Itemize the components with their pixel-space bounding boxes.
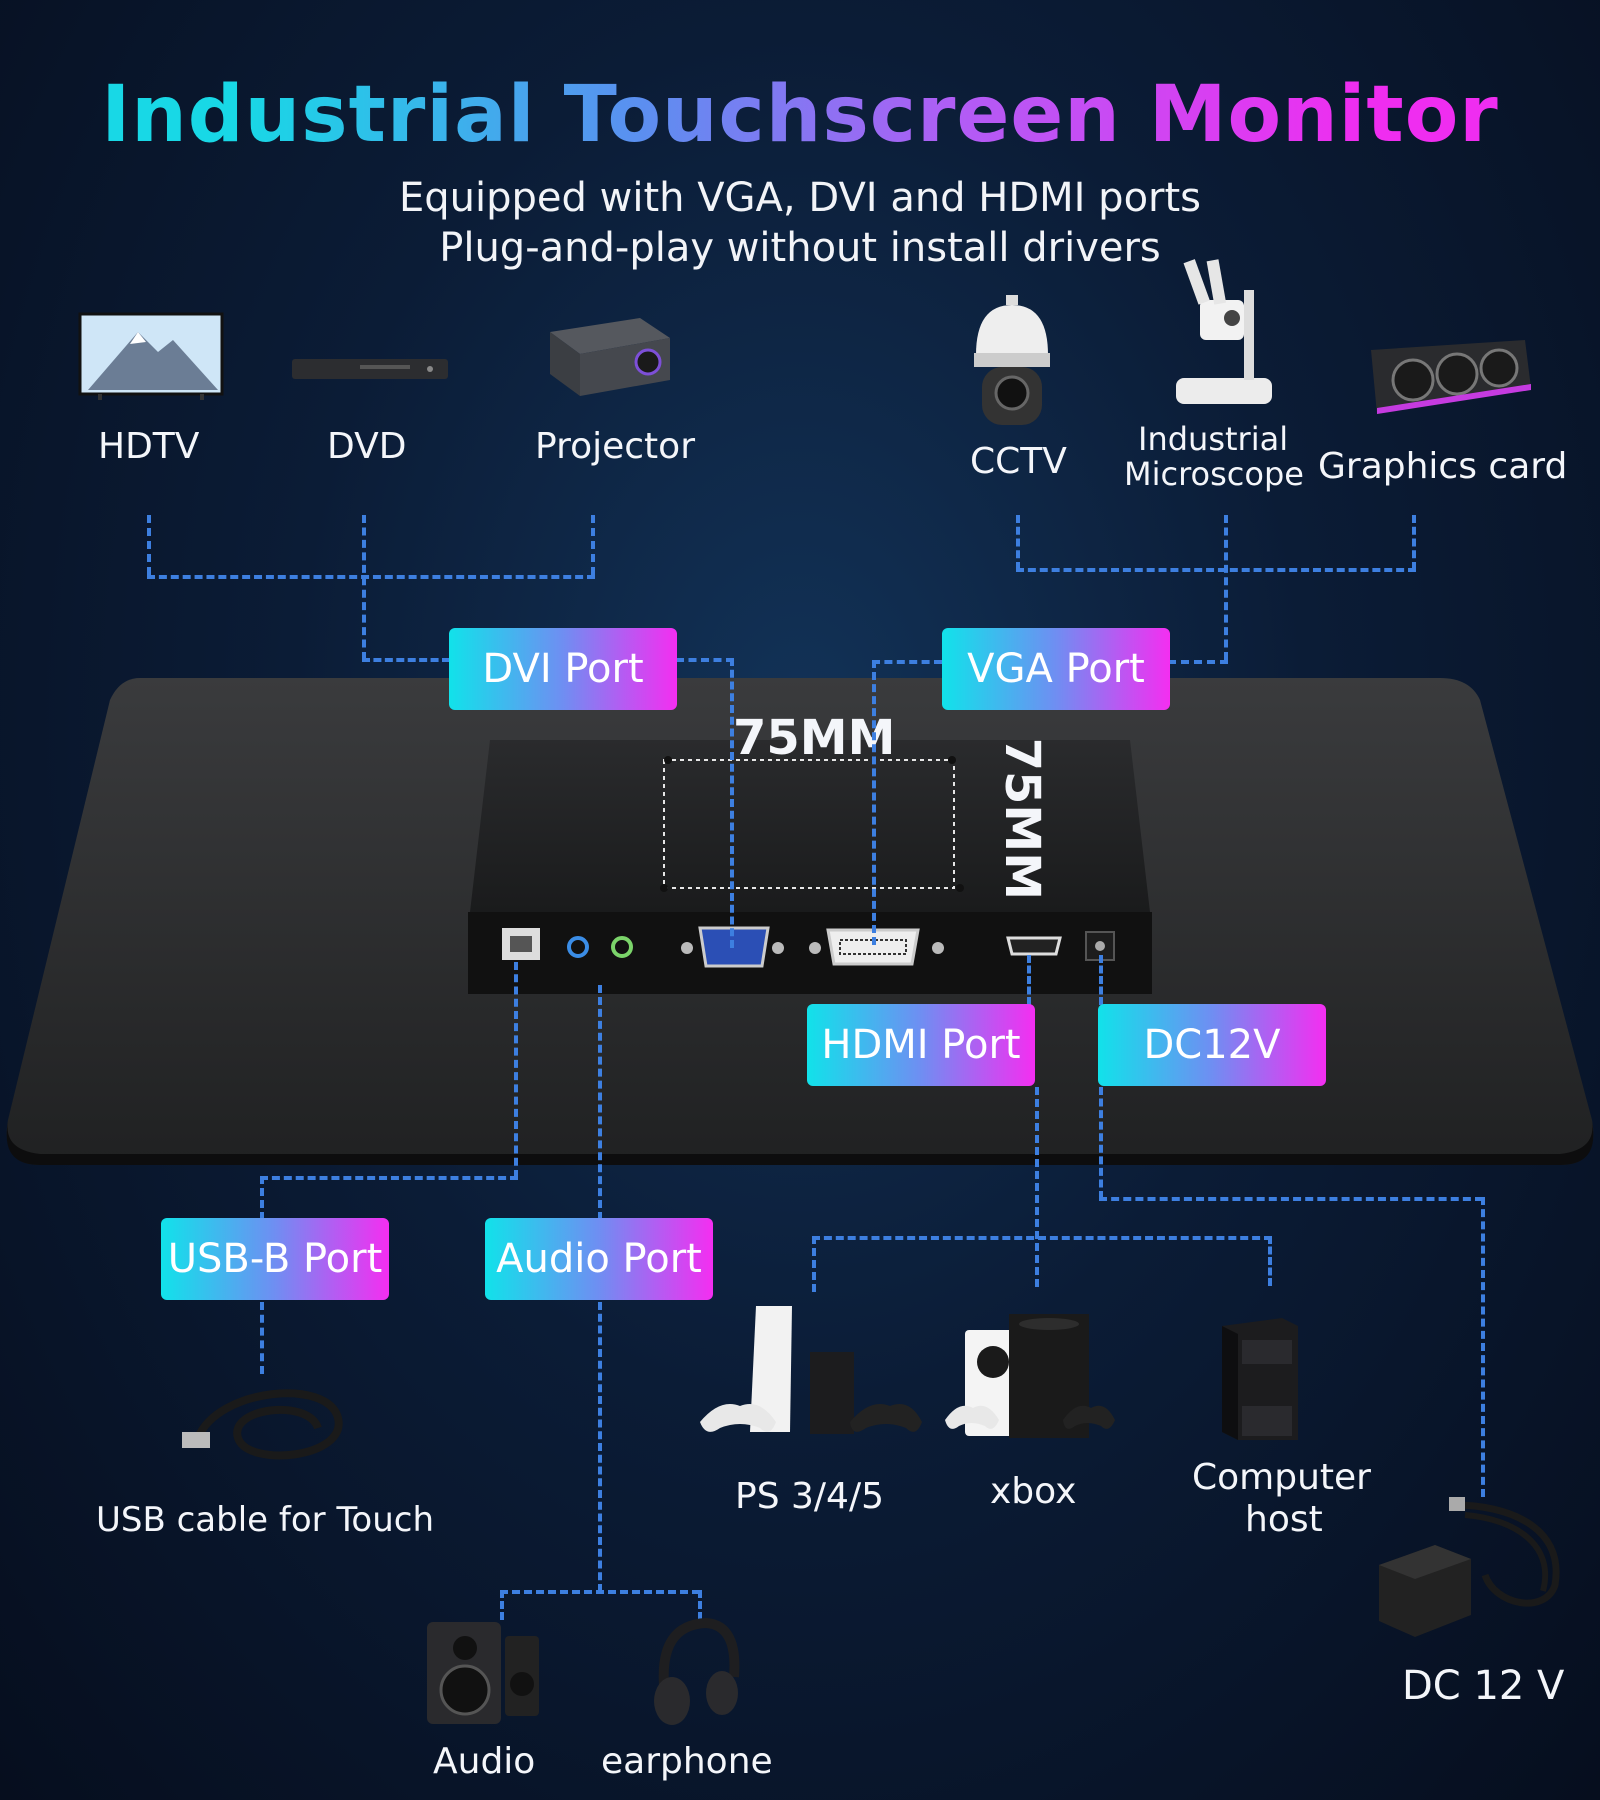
subtitle-line-2: Plug-and-play without install drivers (439, 225, 1161, 271)
dc-adapter-icon (1379, 1497, 1560, 1637)
line-vga-group (1016, 568, 1416, 572)
xbox-label: xbox (990, 1471, 1077, 1512)
hdmi-port-badge: HDMI Port (807, 1004, 1035, 1086)
line-audio-up (598, 985, 602, 1220)
line-projector (591, 515, 595, 575)
headphones-icon (654, 1617, 740, 1725)
audio-port-badge: Audio Port (485, 1218, 713, 1300)
xbox-icon (945, 1314, 1115, 1438)
line-computer (1268, 1236, 1272, 1286)
line-dvd (362, 515, 366, 660)
line-audio-earphone (698, 1590, 702, 1620)
line-dvi-right (676, 658, 734, 662)
projector-icon (550, 318, 670, 396)
line-usb-to-cable (260, 1302, 264, 1374)
vesa-height-label: 75MM (993, 737, 1050, 900)
line-vga-left (872, 660, 942, 664)
dc12v-badge: DC12V (1098, 1004, 1326, 1086)
line-dvi-group (147, 575, 595, 579)
line-hdtv (147, 515, 151, 575)
dvi-port-badge: DVI Port (449, 628, 677, 710)
graphics-card-label: Graphics card (1318, 446, 1568, 487)
line-dc-to-adapter (1481, 1197, 1485, 1497)
dvd-icon (292, 359, 448, 379)
line-vga-join (1168, 660, 1228, 664)
line-ps (812, 1236, 816, 1292)
line-cctv (1016, 515, 1020, 570)
computer-host-icon (1222, 1318, 1298, 1440)
line-usb-to-label (260, 1176, 264, 1220)
line-usb-up (514, 962, 518, 1178)
subtitle-line-1: Equipped with VGA, DVI and HDMI ports (398, 175, 1202, 221)
hdtv-label: HDTV (98, 426, 200, 467)
cctv-label: CCTV (970, 441, 1067, 482)
line-hdmi-group (812, 1236, 1272, 1240)
page-title: Industrial Touchscreen Monitor (0, 70, 1600, 160)
line-hdmi-down (1035, 1087, 1039, 1287)
vesa-width-label: 75MM (733, 710, 896, 766)
line-dvi-down (730, 658, 734, 948)
cctv-icon (974, 295, 1050, 425)
dvd-label: DVD (327, 426, 407, 467)
ps-label: PS 3/4/5 (735, 1476, 884, 1517)
microscope-label-line1: Industrial (1138, 420, 1289, 458)
projector-label: Projector (535, 426, 695, 467)
line-audio-speaker (500, 1590, 504, 1620)
speaker-icon (427, 1622, 539, 1724)
line-dc-up (1099, 955, 1103, 1005)
usb-cable-icon (182, 1389, 343, 1460)
computer-host-label-line1: Computer (1192, 1457, 1371, 1498)
line-vga-down (872, 660, 876, 945)
microscope-icon (1176, 259, 1272, 404)
audio-label: Audio (433, 1741, 536, 1782)
playstation-icon (700, 1306, 922, 1434)
earphone-label: earphone (601, 1741, 773, 1782)
line-usb-h (260, 1176, 518, 1180)
dc-adapter-label: DC 12 V (1402, 1663, 1565, 1709)
hdtv-icon (78, 312, 224, 400)
computer-host-label-line2: host (1245, 1499, 1323, 1540)
line-graphics (1412, 515, 1416, 570)
graphics-card-icon (1371, 340, 1531, 414)
vga-port-badge: VGA Port (942, 628, 1170, 710)
line-dc-h (1099, 1197, 1483, 1201)
usb-b-port-badge: USB-B Port (161, 1218, 389, 1300)
line-dc-down (1099, 1087, 1103, 1199)
line-dvi-join (362, 658, 450, 662)
line-audio-down (598, 1302, 602, 1592)
usb-cable-label: USB cable for Touch (96, 1500, 435, 1540)
line-microscope (1224, 515, 1228, 660)
line-hdmi-up (1027, 955, 1031, 1005)
line-audio-split (500, 1590, 700, 1594)
microscope-label-line2: Microscope (1124, 455, 1304, 493)
